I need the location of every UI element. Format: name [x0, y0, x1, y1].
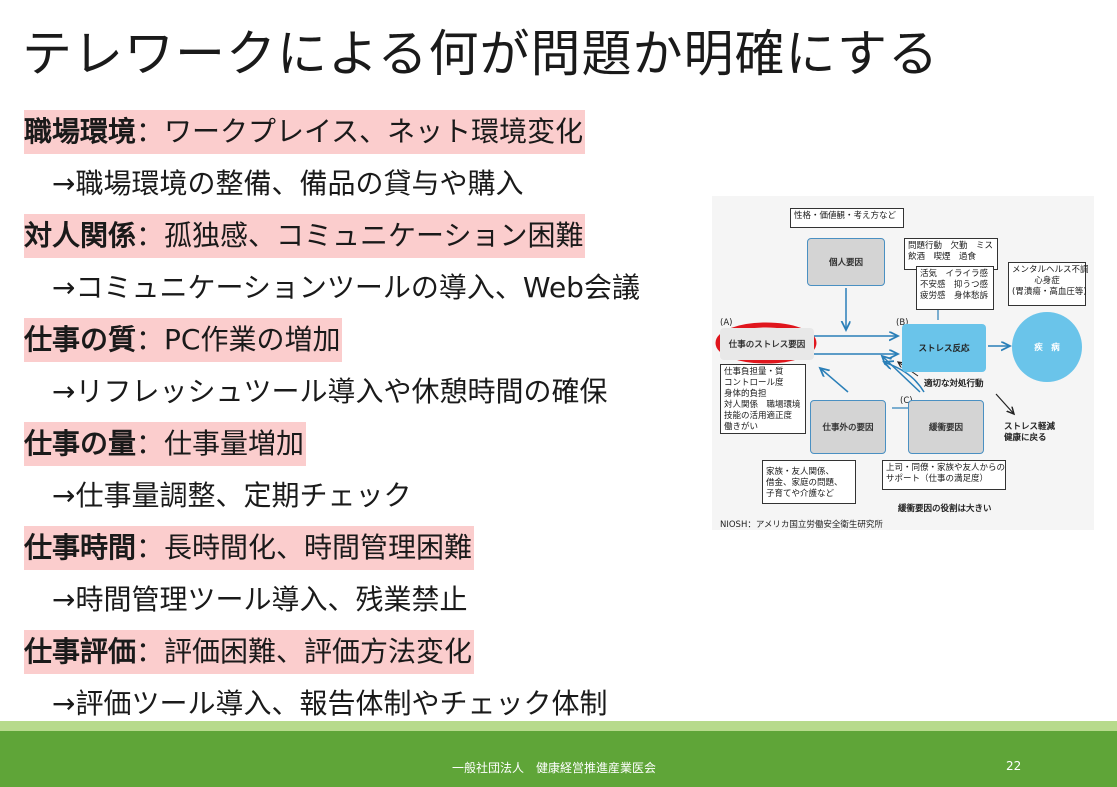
- solution-text: →職場環境の整備、備品の貸与や購入: [52, 167, 524, 200]
- outside-work-factor-box: 仕事外の要因: [810, 400, 886, 454]
- list-item: 対人関係：孤独感、コミュニケーション困難 →コミュニケーションツールの導入、We…: [24, 214, 714, 318]
- support-line: 上司・同僚・家族や友人からの: [886, 463, 1006, 473]
- footer-accent-line: [0, 721, 1117, 731]
- work-burden-box: 仕事負担量・質 コントロール度 身体的負担 対人関係 職場環境 技能の活用適正度…: [720, 364, 806, 434]
- issue-text: ：PC作業の増加: [136, 323, 341, 356]
- family-line: 家族・友人関係、: [766, 467, 835, 477]
- behavior-line: 問題行動 欠勤 ミス: [908, 241, 994, 251]
- buffer-factor-box: 緩衝要因: [908, 400, 984, 454]
- solution-text: →時間管理ツール導入、残業禁止: [52, 583, 468, 616]
- list-item: 仕事時間：長時間化、時間管理困難 →時間管理ツール導入、残業禁止: [24, 526, 714, 630]
- work-burden-line: 身体的負担: [724, 389, 767, 399]
- list-item: 仕事の量：仕事量増加 →仕事量調整、定期チェック: [24, 422, 714, 526]
- list-item: 職場環境：ワークプレイス、ネット環境変化 →職場環境の整備、備品の貸与や購入: [24, 110, 714, 214]
- family-line: 子育てや介護など: [766, 489, 835, 499]
- personality-box: 性格・価値観・考え方など: [790, 208, 904, 228]
- psych-line: 不安感 抑うつ感: [920, 280, 989, 290]
- work-burden-line: 対人関係 職場環境: [724, 400, 801, 410]
- niosh-stress-model-diagram: 性格・価値観・考え方など 個人要因 問題行動 欠勤 ミス 飲酒 喫煙 過食 活気…: [712, 196, 1094, 530]
- mental-health-box: メンタルヘルス不調 心身症 (胃潰瘍・高血圧等): [1008, 262, 1089, 306]
- solution-text: →評価ツール導入、報告体制やチェック体制: [52, 687, 608, 720]
- stress-relief-text: ストレス軽減 健康に戻る: [1004, 422, 1055, 444]
- label-c: (C): [900, 396, 913, 406]
- work-stress-factor-label: 仕事のストレス要因: [728, 340, 806, 350]
- support-box: 上司・同僚・家族や友人からの サポート（仕事の満足度）: [882, 460, 1006, 490]
- category-label: 仕事時間: [24, 531, 137, 564]
- buffer-role-text: 緩衝要因の役割は大きい: [898, 504, 992, 514]
- disease-label: 疾 病: [1034, 343, 1060, 353]
- issue-text: ：長時間化、時間管理困難: [136, 531, 473, 564]
- problem-list: 職場環境：ワークプレイス、ネット環境変化 →職場環境の整備、備品の貸与や購入 対…: [24, 110, 714, 734]
- issue-text: ：仕事量増加: [136, 427, 305, 460]
- solution-text: →リフレッシュツール導入や休憩時間の確保: [52, 375, 608, 408]
- category-label: 仕事の量: [24, 427, 137, 460]
- coping-label: 適切な対処行動: [924, 379, 984, 389]
- page-number: 22: [1006, 759, 1022, 773]
- footer-bar: 一般社団法人 健康経営推進産業医会 22: [0, 731, 1117, 787]
- behavior-box: 問題行動 欠勤 ミス 飲酒 喫煙 過食: [904, 238, 998, 270]
- solution-text: →仕事量調整、定期チェック: [52, 479, 412, 512]
- psych-line: 活気 イライラ感: [920, 269, 989, 279]
- stress-reaction-label: ストレス反応: [918, 344, 970, 354]
- support-line: サポート（仕事の満足度）: [886, 474, 989, 484]
- list-item: 仕事の質：PC作業の増加 →リフレッシュツール導入や休憩時間の確保: [24, 318, 714, 422]
- disease-circle: 疾 病: [1012, 312, 1082, 382]
- category-label: 仕事評価: [24, 635, 137, 668]
- category-highlight: 仕事の質：PC作業の増加: [24, 318, 343, 362]
- category-highlight: 仕事評価：評価困難、評価方法変化: [24, 630, 475, 674]
- psych-reaction-box: 活気 イライラ感 不安感 抑うつ感 疲労感 身体愁訴: [916, 266, 994, 310]
- mental-line: (胃潰瘍・高血圧等): [1012, 287, 1087, 297]
- psych-line: 疲労感 身体愁訴: [920, 291, 989, 301]
- stress-reaction-box: ストレス反応: [902, 324, 986, 372]
- work-stress-factor-box: 仕事のストレス要因: [720, 328, 814, 360]
- category-highlight: 職場環境：ワークプレイス、ネット環境変化: [24, 110, 586, 154]
- relief-line: 健康に戻る: [1004, 433, 1047, 443]
- category-label: 対人関係: [24, 219, 137, 252]
- solution-text: →コミュニケーションツールの導入、Web会議: [52, 271, 640, 304]
- issue-text: ：評価困難、評価方法変化: [136, 635, 473, 668]
- mental-line: 心身症: [1034, 276, 1060, 286]
- relief-line: ストレス軽減: [1004, 422, 1056, 432]
- label-b: (B): [896, 318, 909, 328]
- category-highlight: 対人関係：孤独感、コミュニケーション困難: [24, 214, 586, 258]
- mental-line: メンタルヘルス不調: [1012, 265, 1089, 275]
- personality-text: 性格・価値観・考え方など: [794, 211, 897, 221]
- individual-factor-box: 個人要因: [807, 238, 885, 286]
- work-burden-line: コントロール度: [724, 378, 784, 388]
- work-burden-line: 働きがい: [724, 422, 759, 432]
- category-label: 職場環境: [24, 115, 137, 148]
- buffer-label: 緩衝要因: [928, 423, 963, 433]
- list-item: 仕事評価：評価困難、評価方法変化 →評価ツール導入、報告体制やチェック体制: [24, 630, 714, 734]
- category-label: 仕事の質: [24, 323, 137, 356]
- outside-work-label: 仕事外の要因: [822, 423, 874, 433]
- behavior-line: 飲酒 喫煙 過食: [908, 252, 977, 262]
- category-highlight: 仕事時間：長時間化、時間管理困難: [24, 526, 475, 570]
- work-burden-line: 技能の活用適正度: [724, 411, 793, 421]
- source-credit: NIOSH：アメリカ国立労働安全衛生研究所: [720, 520, 883, 530]
- issue-text: ：ワークプレイス、ネット環境変化: [136, 115, 584, 148]
- family-factor-box: 家族・友人関係、 借金、家庭の問題、 子育てや介護など: [762, 460, 856, 504]
- footer-organization: 一般社団法人 健康経営推進産業医会: [452, 761, 657, 775]
- issue-text: ：孤独感、コミュニケーション困難: [136, 219, 584, 252]
- label-a: (A): [720, 318, 733, 328]
- family-line: 借金、家庭の問題、: [766, 478, 843, 488]
- slide-title: テレワークによる何が問題か明確にする: [22, 25, 939, 83]
- individual-factor-label: 個人要因: [828, 258, 863, 268]
- category-highlight: 仕事の量：仕事量増加: [24, 422, 307, 466]
- work-burden-line: 仕事負担量・質: [724, 367, 784, 377]
